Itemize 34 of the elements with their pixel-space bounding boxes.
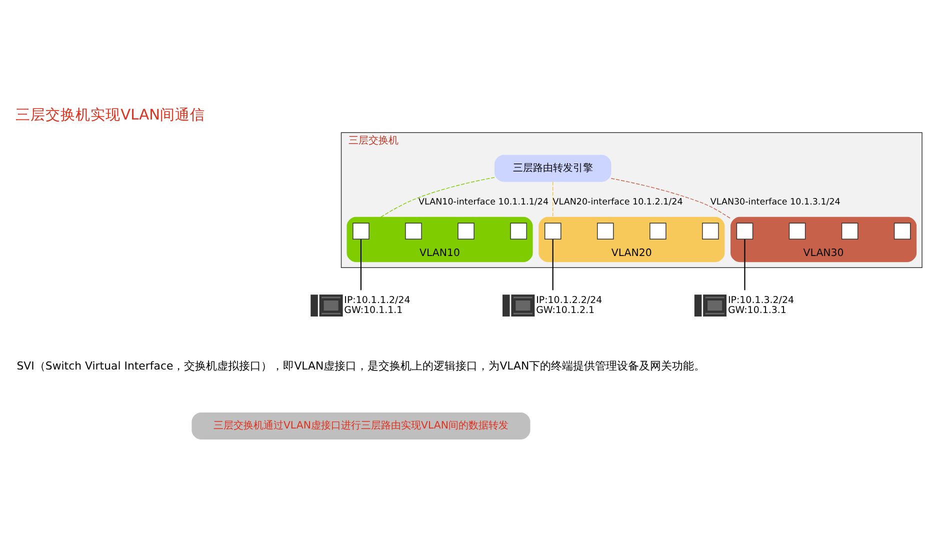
node-box: [544, 222, 562, 240]
node-label: IP:10.1.1.2/24: [344, 294, 410, 306]
label: SVI（Switch Virtual Interface，交换机虚拟接口），即VLAN虚接口，是交换机上的逻辑接口，为VLAN下的终端提供管理设备及网关功能。: [16, 358, 706, 372]
cluster: VLAN30: [730, 216, 917, 262]
diagram-title: 三层交换机实现VLAN间通信: [16, 106, 206, 124]
connector: [744, 238, 746, 290]
node-label: GW:10.1.1.1: [344, 304, 403, 316]
connector: [360, 238, 362, 290]
node-box: [458, 222, 474, 240]
edge-label: VLAN10-interface 10.1.1.1/24: [418, 197, 549, 208]
cluster: VLAN20: [538, 216, 725, 262]
node-box: [352, 222, 370, 240]
node-label: IP:10.1.2.2/24: [536, 294, 602, 306]
edge-label: VLAN20-interface 10.1.2.1/24: [552, 197, 683, 208]
node-box: [650, 222, 666, 240]
connector: [552, 180, 554, 218]
node-box: [510, 222, 527, 240]
node-box: [405, 222, 422, 240]
cluster: VLAN10: [346, 216, 533, 262]
node-box: 三层交换机通过VLAN虚接口进行三层路由实现VLAN间的数据转发: [192, 412, 530, 439]
node-box: 三层路由转发引擎: [494, 154, 612, 182]
node-box: [702, 222, 719, 240]
edge-label: VLAN30-interface 10.1.3.1/24: [710, 197, 840, 208]
node-label: IP:10.1.3.2/24: [728, 294, 794, 306]
node-box: [788, 222, 806, 240]
node-box: [894, 222, 911, 240]
node-box: [841, 222, 858, 240]
connector: [610, 178, 732, 219]
connector: [552, 238, 554, 290]
node-box: [736, 222, 754, 240]
connector: [380, 176, 495, 218]
node-label: GW:10.1.2.1: [536, 304, 595, 316]
node-box: [597, 222, 614, 240]
node-label: GW:10.1.3.1: [728, 304, 786, 316]
